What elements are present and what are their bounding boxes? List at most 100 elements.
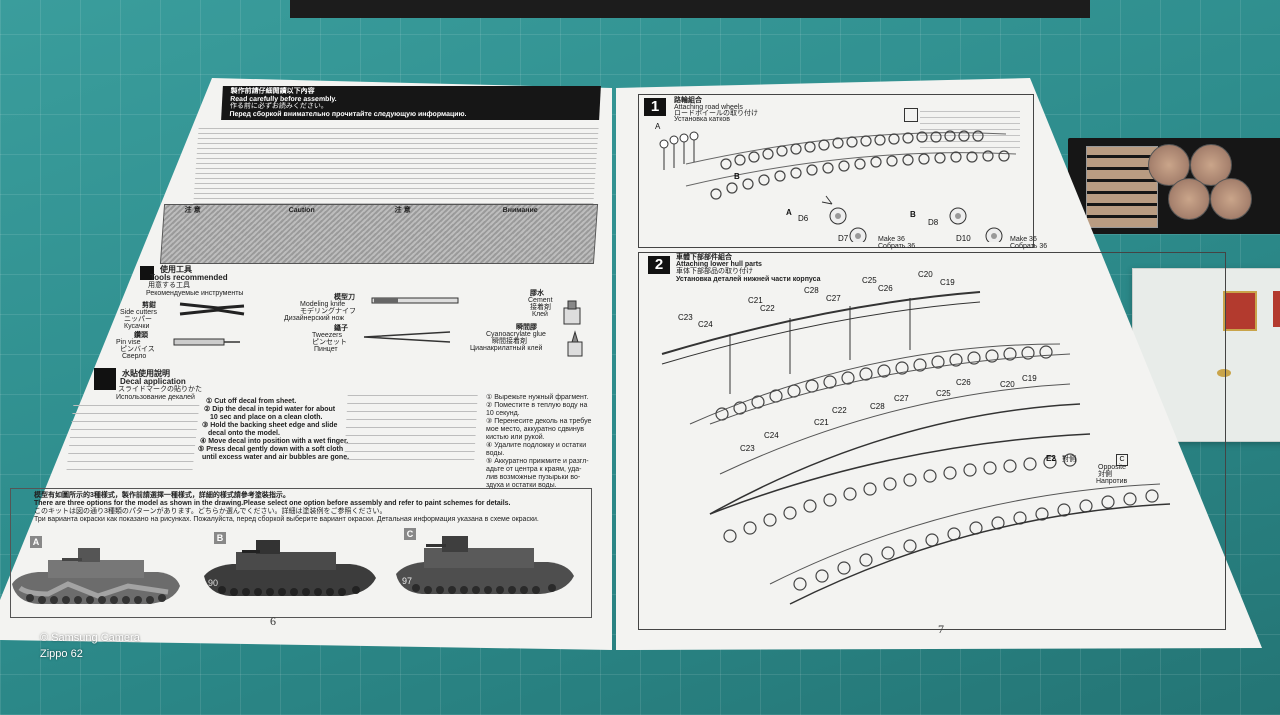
- part-label-c22: C22: [832, 406, 847, 415]
- tool-cement-cn: 膠水: [530, 290, 544, 297]
- part-label-c28: C28: [804, 286, 819, 295]
- step-2-title-jp: 車体下部部品の取り付け: [676, 268, 753, 275]
- etch-disk: [1168, 178, 1210, 220]
- tools-title-jp: 用意する工具: [148, 282, 190, 289]
- decal-step-ru: кистью или рукой.: [486, 434, 545, 441]
- general-instructions-text: [193, 126, 599, 204]
- part-label-c24: C24: [764, 431, 779, 440]
- header-cn: 製作前請仔細閱讀以下內容: [230, 88, 315, 95]
- photo-etch-sheet: [1068, 138, 1280, 234]
- part-label-c28: C28: [870, 402, 885, 411]
- opposite-en: Opposite: [1098, 464, 1127, 471]
- decal-title-ru: Использование декалей: [116, 394, 195, 401]
- decal-step-ru: здуха и остатки воды.: [486, 482, 557, 489]
- decal-step-ru: воды.: [486, 450, 505, 457]
- tool-cement-jp: 接着剤: [530, 304, 551, 311]
- step-1-title-jp: ロードホイールの取り付け: [674, 110, 758, 117]
- scheme-text-ru: Три варианта окраски как показано на рис…: [34, 516, 539, 523]
- watermark-camera: Samsung Camera: [51, 632, 140, 644]
- part-label-c20: C20: [918, 270, 933, 279]
- part-label-c26: C26: [878, 284, 893, 293]
- tool-cutters-ru: Кусачки: [124, 323, 150, 330]
- decal-step-ru: ⑤ Аккуратно прижмите и разгл-: [486, 458, 589, 465]
- make-36-ru: Собрать 36: [1010, 243, 1048, 250]
- tool-tweezers-en: Tweezers: [312, 332, 342, 339]
- decal-step-en: ② Dip the decal in tepid water for about: [204, 406, 336, 413]
- tank-variant-b-illustration: 90: [204, 540, 376, 596]
- tool-tweezers-ru: Пинцет: [314, 346, 338, 353]
- decal-insignia: [1273, 291, 1280, 327]
- step-2-frame: [638, 252, 1226, 630]
- opposite-jp: 対側: [1098, 471, 1112, 478]
- decal-step-ru: ④ Удалите подложку и остатки: [486, 442, 587, 449]
- decal-title-cn: 水貼使用說明: [122, 369, 170, 378]
- tank-variant-a-illustration: [12, 548, 180, 604]
- part-label-c19: C19: [1022, 374, 1037, 383]
- decal-step-ru: лив возможные пузырьки во-: [486, 474, 581, 481]
- decal-step-ru: мое место, аккуратно сдвинув: [486, 426, 585, 433]
- decal-step-en: until excess water and air bubbles are g…: [202, 454, 350, 461]
- decal-steps-jp: [344, 394, 478, 460]
- caution-label-jp: 注 意: [394, 207, 411, 214]
- variant-a-label: A: [30, 536, 42, 548]
- etch-disk: [1210, 178, 1252, 220]
- part-label-c23: C23: [740, 444, 755, 453]
- pin-vise-icon: [173, 338, 240, 346]
- tools-title-cn: 使用工具: [160, 265, 192, 274]
- part-d7: D7: [838, 234, 849, 243]
- step-1-label-b: B: [910, 210, 916, 219]
- decal-title-en: Decal application: [120, 377, 186, 386]
- caution-label-en: Caution: [288, 207, 315, 214]
- tool-pinvise-en: Pin vise: [116, 339, 141, 346]
- tool-cutters-en: Side cutters: [120, 309, 157, 316]
- caution-label-cn: 注 意: [184, 207, 201, 214]
- opposite-cn: 對側: [1062, 456, 1076, 463]
- tool-tweezers-cn: 鑷子: [334, 325, 348, 332]
- part-d6: D6: [798, 214, 809, 223]
- tank-variant-c-illustration: 97: [396, 536, 574, 594]
- step-1-frame: [638, 94, 1034, 248]
- tool-knife-en: Modeling knife: [300, 301, 346, 308]
- tool-tweezers-jp: ピンセット: [312, 339, 347, 346]
- tool-cutters-cn: 剪鉗: [142, 302, 156, 309]
- decal-step-en: ⑤ Press decal gently down with a soft cl…: [198, 446, 344, 453]
- tool-glue-en: Cyanoacrylate glue: [486, 331, 546, 338]
- decal-step-en: 10 sec and place on a clean cloth.: [210, 414, 323, 421]
- step-2-title-en: Attaching lower hull parts: [676, 261, 762, 268]
- tool-knife-jp: モデリングナイフ: [300, 308, 356, 315]
- read-before-assembly-header: 製作前請仔細閱讀以下內容 Read carefully before assem…: [221, 86, 601, 120]
- tank-number-97: 97: [402, 576, 412, 586]
- part-label-c27: C27: [894, 394, 909, 403]
- opposite-ru: Напротив: [1096, 478, 1128, 485]
- part-label-c25: C25: [862, 276, 877, 285]
- part-label-c20: C20: [1000, 380, 1015, 389]
- step-1-number: 1: [644, 98, 666, 116]
- decal-step-ru: ② Поместите в теплую воду на: [486, 402, 588, 409]
- step-1-title-cn: 路輪組合: [674, 97, 702, 104]
- opposite-ref-c: C: [1116, 454, 1128, 466]
- step-1-title-ru: Установка катков: [674, 116, 730, 123]
- side-cutters-icon: [179, 302, 245, 316]
- decal-step-ru: адьте от центра к краям, уда-: [486, 466, 582, 473]
- tool-pinvise-jp: ピンバイス: [120, 346, 155, 353]
- notice-icon: [904, 108, 918, 122]
- tool-knife-ru: Дизайнерский нож: [284, 315, 345, 322]
- paint-scheme-box: [10, 488, 592, 618]
- decal-mark: [1217, 369, 1231, 377]
- part-label-c21: C21: [814, 418, 829, 427]
- cement-bottle-icon: [563, 300, 581, 325]
- decal-step-ru: 10 секунд.: [486, 410, 520, 417]
- tank-number-90: 90: [208, 578, 218, 588]
- tools-icon: [140, 266, 154, 280]
- decal-step-en: ③ Hold the backing sheet edge and slide: [202, 422, 338, 429]
- part-d8: D8: [928, 218, 939, 227]
- step-2-number: 2: [648, 256, 670, 274]
- part-label-c27: C27: [826, 294, 841, 303]
- step-1-label-a: A: [786, 208, 792, 217]
- tool-glue-cn: 瞬間膠: [516, 324, 537, 331]
- make-36-label: Make 36: [1010, 236, 1037, 243]
- step-1-title-en: Attaching road wheels: [674, 104, 743, 111]
- make-36-label: Make 36: [878, 236, 905, 243]
- tool-cement-en: Cement: [528, 297, 553, 304]
- page-number-left: 6: [270, 614, 276, 628]
